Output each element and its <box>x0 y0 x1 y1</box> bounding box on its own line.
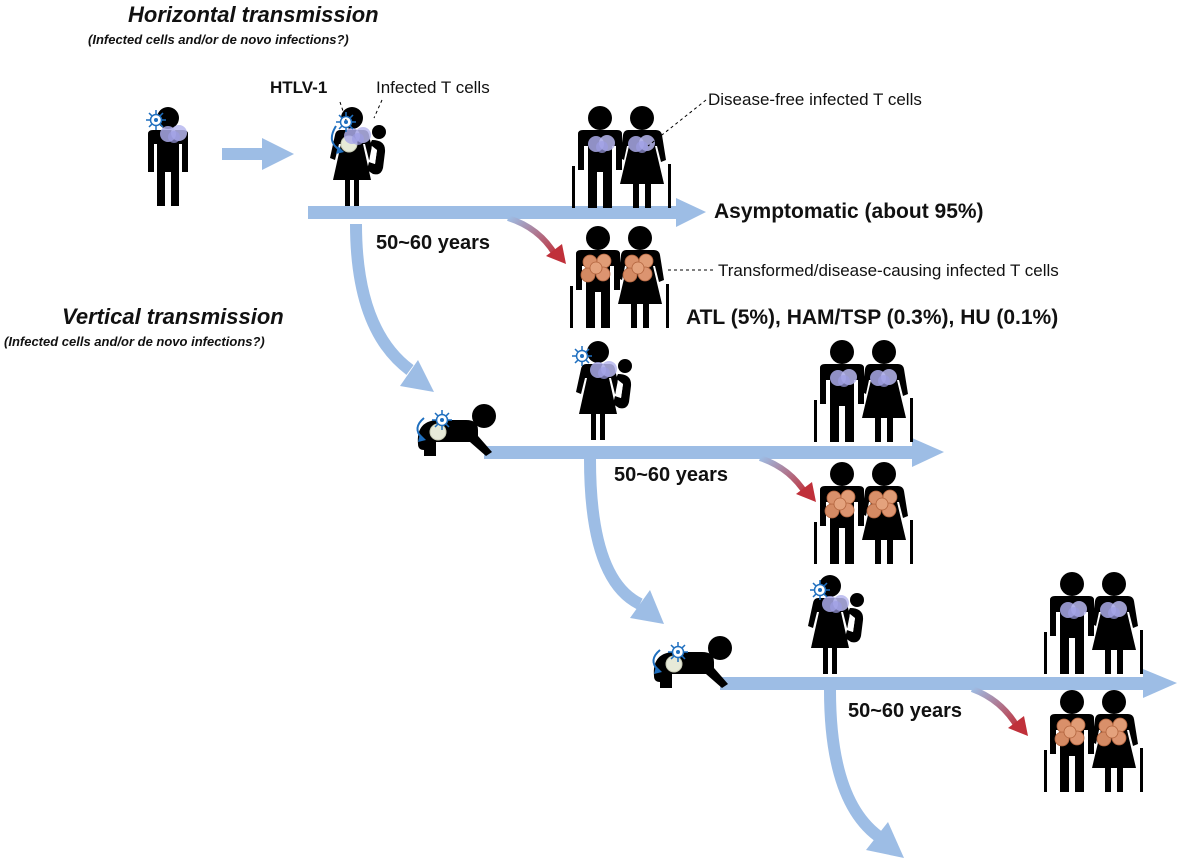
elderly-couple-diseased-gen3-icon <box>1044 690 1143 792</box>
infected-man-icon <box>145 107 188 206</box>
elderly-couple-diseased-gen1-icon <box>570 226 669 328</box>
timeline-arrow-gen1 <box>308 198 706 227</box>
vertical-transmission-arrow-2 <box>584 458 664 624</box>
vertical-transmission-subtitle: (Infected cells and/or de novo infection… <box>4 334 265 349</box>
disease-outcomes-label: ATL (5%), HAM/TSP (0.3%), HU (0.1%) <box>686 306 1059 329</box>
mother-gen3-icon <box>808 575 864 674</box>
crawling-baby-gen2-icon <box>416 404 496 456</box>
horizontal-transmission-title: Horizontal transmission <box>128 2 379 27</box>
htlv1-label: HTLV-1 <box>270 78 328 97</box>
mother-gen1-icon <box>330 107 386 206</box>
elderly-couple-healthy-gen2-icon <box>814 340 913 442</box>
disease-free-label: Disease-free infected T cells <box>708 90 922 109</box>
disease-arrow-2 <box>758 455 816 502</box>
disease-arrow-1 <box>507 215 566 264</box>
elderly-couple-healthy-gen1-icon <box>572 106 671 208</box>
mother-gen2-icon <box>571 341 632 440</box>
transformed-label: Transformed/disease-causing infected T c… <box>718 261 1059 280</box>
horizontal-transmission-arrow <box>222 138 294 170</box>
elderly-couple-diseased-gen2-icon <box>814 462 913 564</box>
years-label-gen1: 50~60 years <box>376 232 491 254</box>
disease-arrow-3 <box>970 686 1028 736</box>
horizontal-transmission-subtitle: (Infected cells and/or de novo infection… <box>88 32 349 47</box>
vertical-transmission-arrow-1 <box>350 223 434 392</box>
leader-lines <box>339 99 716 271</box>
timeline-arrow-gen3 <box>720 669 1177 698</box>
vertical-transmission-arrow-3 <box>824 689 904 858</box>
years-label-gen2: 50~60 years <box>614 464 729 486</box>
timeline-arrow-gen2 <box>484 438 944 467</box>
years-label-gen3: 50~60 years <box>848 700 963 722</box>
vertical-transmission-title: Vertical transmission <box>62 304 284 329</box>
elderly-couple-healthy-gen3-icon <box>1044 572 1143 674</box>
infected-t-cells-label: Infected T cells <box>376 78 490 97</box>
crawling-baby-gen3-icon <box>652 636 732 688</box>
asymptomatic-label: Asymptomatic (about 95%) <box>714 200 984 223</box>
